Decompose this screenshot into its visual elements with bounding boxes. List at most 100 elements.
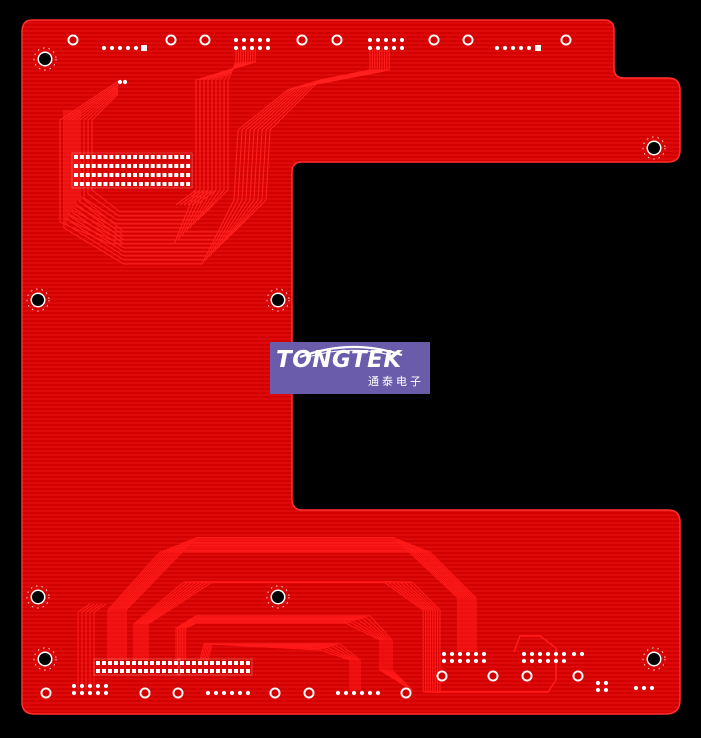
lower-connector-left-pin	[114, 661, 118, 665]
small-via	[351, 690, 357, 696]
trace-fan	[191, 80, 213, 206]
upper-connector-outline	[71, 152, 193, 189]
upper-connector-pin	[133, 182, 137, 186]
signal-traces	[59, 48, 557, 693]
trace-lower-outer	[119, 541, 465, 660]
upper-connector-pin	[109, 173, 114, 177]
lower-connector-right-pin	[204, 661, 208, 665]
small-via	[133, 45, 139, 51]
lower-connector-right-pin	[240, 661, 244, 665]
via-hole	[305, 689, 313, 697]
upper-connector-pin	[138, 164, 143, 168]
mount-hole-ring	[26, 585, 50, 609]
via-hole	[333, 36, 341, 44]
trace-fan	[179, 80, 201, 206]
small-via	[205, 690, 211, 696]
lower-connector-left-outline	[93, 658, 181, 676]
small-via	[465, 651, 471, 657]
small-via	[553, 658, 559, 664]
lower-connector-right-pin	[234, 661, 238, 665]
trace-lower-outer	[117, 543, 467, 660]
trace-fan	[187, 80, 209, 206]
lower-connector-left-pin	[162, 661, 166, 665]
small-via	[649, 685, 655, 691]
upper-connector-pin	[168, 155, 173, 159]
upper-connector-pin	[127, 164, 132, 168]
via-hole	[430, 36, 438, 44]
lower-connector-left-pin	[132, 669, 136, 673]
via-hole	[201, 36, 209, 44]
upper-connector-pin	[115, 155, 120, 159]
upper-connector-pin	[174, 173, 179, 177]
lower-connector-left-pin	[132, 661, 136, 665]
upper-connector-pin	[103, 182, 108, 186]
upper-connector-pin	[109, 155, 114, 159]
trace-lower-outer	[113, 546, 471, 660]
upper-connector-pin	[121, 173, 126, 177]
via-hole	[141, 689, 149, 697]
lower-connector-left-pin	[102, 669, 106, 673]
trace-lower-outer	[107, 551, 477, 660]
small-via	[101, 45, 107, 51]
small-via	[457, 651, 463, 657]
small-via	[579, 651, 585, 657]
upper-connector-pin	[156, 164, 161, 168]
small-via	[335, 690, 341, 696]
upper-connector-pin	[162, 173, 167, 177]
lower-connector-right-pin	[198, 669, 202, 673]
upper-connector-pin	[162, 182, 167, 186]
upper-connector-pin	[91, 155, 96, 159]
via-hole	[438, 672, 446, 680]
lower-connector-right-pin	[234, 669, 238, 673]
upper-connector-pin	[109, 182, 114, 186]
upper-connector-pin	[180, 155, 185, 159]
small-via	[87, 683, 93, 689]
small-via	[122, 79, 128, 85]
trace-lower-short	[202, 643, 357, 690]
mount-hole	[39, 653, 51, 665]
small-via	[103, 690, 109, 696]
small-via	[391, 37, 397, 43]
board-copper-fill	[21, 19, 681, 715]
trace-lower-inner	[147, 581, 557, 693]
small-via	[481, 658, 487, 664]
upper-connector-pin	[133, 164, 137, 168]
lower-connector-right-pin	[246, 661, 250, 665]
pin-headers	[71, 152, 253, 676]
trace-lower-short	[207, 643, 351, 690]
small-via	[399, 37, 405, 43]
trace-left-drop	[85, 603, 99, 690]
lower-connector-right-pin	[180, 669, 184, 673]
upper-connector-pin	[121, 155, 126, 159]
upper-connector-pin	[150, 173, 155, 177]
trace-lower-short	[204, 643, 355, 690]
lower-connector-left-pin	[156, 669, 160, 673]
lower-connector-right-pin	[240, 669, 244, 673]
lower-connector-left-pin	[174, 669, 178, 673]
upper-connector-pin	[138, 173, 143, 177]
lower-connector-left-pin	[150, 661, 154, 665]
small-via	[529, 658, 535, 664]
small-via	[71, 690, 77, 696]
trace-lower-outer	[111, 548, 473, 660]
trace-lower-outer	[109, 549, 475, 660]
mount-hole	[39, 53, 51, 65]
small-via	[241, 37, 247, 43]
via-hole	[464, 36, 472, 44]
square-pad	[141, 45, 147, 51]
upper-connector-pin	[115, 173, 120, 177]
lower-connector-left-pin	[96, 661, 100, 665]
upper-connector-pin	[74, 173, 78, 177]
upper-connector-pin	[103, 173, 108, 177]
small-via	[465, 658, 471, 664]
upper-connector-pin	[91, 173, 96, 177]
lower-connector-left-pin	[138, 661, 142, 665]
upper-connector-pin	[74, 182, 78, 186]
upper-connector-pin	[115, 182, 120, 186]
lower-connector-left-pin	[120, 669, 124, 673]
small-via	[494, 45, 500, 51]
lower-connector-right-pin	[216, 661, 220, 665]
trace-lower-loop	[183, 621, 413, 691]
upper-connector-pin	[174, 155, 179, 159]
small-via	[233, 37, 239, 43]
